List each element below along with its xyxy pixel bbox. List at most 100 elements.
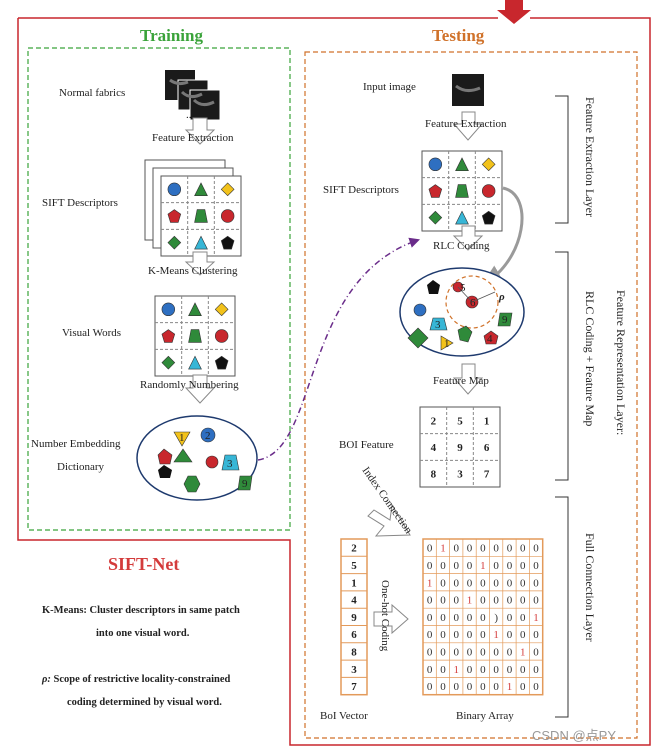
visual-word-shape-circle-blue [161,302,176,317]
boi-vector-cell: 7 [351,681,357,693]
boi-vector-cell: 2 [351,543,357,555]
map-center-number: 6 [470,297,476,309]
boi-grid-cell: 9 [457,442,463,454]
binary-array-cell: 0 [507,577,513,589]
binary-array-cell: 0 [440,612,446,624]
binary-array-cell: 0 [440,560,446,572]
feature-extraction-layer-label: Feature Extraction Layer [583,97,597,217]
testing-feature-extraction-label: Feature Extraction [425,118,507,130]
binary-array-cell: 0 [480,629,486,641]
train-sift-shape-pent-red [167,209,182,223]
test-sift-shape-pent-red [428,184,443,198]
training-sift-descriptors-label: SIFT Descriptors [42,197,118,209]
binary-array-cell: 0 [480,543,486,555]
binary-array-cell: 0 [480,646,486,658]
binary-array-cell: 0 [427,543,433,555]
train-sift-shape-trap-green [194,209,208,223]
normal-fabrics-label: Normal fabrics [59,87,125,99]
boi-vector-frame [340,538,368,696]
binary-array-cell: 0 [507,612,513,624]
boi-grid-cell: 8 [431,469,437,481]
test-sift-shape-circle-red [481,184,496,198]
binary-array-cell: 0 [454,612,460,624]
boi-grid-cell: 4 [431,442,437,454]
test-down-arrow-1 [452,111,484,141]
dictionary-label: Dictionary [57,461,105,473]
binary-array-cell: 0 [520,664,526,676]
fabric-ellipsis: ... [186,109,195,121]
binary-array-cell: 0 [520,577,526,589]
number-embedding-dictionary [136,415,258,501]
binary-array-cell: 0 [520,595,526,607]
boi-grid-cell: 1 [484,415,490,427]
kmeans-note-bold: K-Means: [42,605,87,616]
watermark: CSDN @点PY [532,728,616,743]
feature-map-shapes [407,280,513,351]
rho-scope-circle [445,275,499,329]
kmeans-clustering-label: K-Means Clustering [148,265,238,277]
binary-array-cell: 0 [520,681,526,693]
train-sift-shape-pent-black [220,235,235,250]
down-arrow-3 [184,374,216,404]
boi-vector-cell: 6 [351,629,357,641]
boi-vector-cell: 4 [351,595,357,607]
boi-vector-cell: 8 [351,646,357,658]
map-number-5: 5 [460,282,466,294]
visual-words-label: Visual Words [62,327,121,339]
binary-array-cell: 0 [533,560,539,572]
visual-word-shape-trap-green [188,329,202,343]
boi-grid-cell: 7 [484,469,490,481]
binary-array-cell: 0 [507,664,513,676]
test-sift-shape-pent-black [481,210,496,225]
binary-array-cell: 0 [440,681,446,693]
kmeans-note-line1: K-Means: Cluster descriptors in same pat… [42,605,240,616]
dictionary-shapes [157,427,253,493]
train-sift-shape-diamond-yellow [220,182,235,197]
boi-vector-cell: 5 [351,560,357,572]
boi-vector-cell: 9 [351,612,357,624]
boi-grid-cell: 3 [457,469,463,481]
dict-number-3: 3 [227,458,233,470]
test-down-arrow-2 [452,225,484,251]
binary-array-cell: 0 [467,664,473,676]
binary-array-cell: 0 [440,664,446,676]
binary-array-cell: 0 [493,595,499,607]
boi-feature-label: BOI Feature [339,439,394,451]
training-feature-extraction-label: Feature Extraction [152,132,234,144]
feature-representation-layer-label: Feature Representation Layer: [614,290,628,435]
binary-array-cell: 0 [493,664,499,676]
input-image-label: Input image [363,81,416,93]
binary-array-cell: 0 [427,646,433,658]
training-panel [27,47,291,531]
binary-array-cell: 0 [440,629,446,641]
rho-label: ρ [498,291,505,303]
binary-array-cell: 1 [493,629,499,641]
binary-array-cell: 0 [480,681,486,693]
binary-array-cell: 0 [467,543,473,555]
rho-note-line1: ρ: Scope of restrictive locality-constra… [41,674,230,685]
visual-word-shape-diamond-green [161,355,176,370]
binary-array-cell: 1 [520,646,526,658]
binary-array-cell: 0 [493,646,499,658]
test-sift-shape-diamond-yellow [481,157,496,172]
boi-grid-cell: 2 [431,415,437,427]
down-arrow-1 [184,117,216,145]
down-arrow-2 [184,251,216,276]
top-red-arrow [497,0,531,24]
train-sift-shape-tri-green [194,182,208,197]
binary-array-cell: 0 [520,612,526,624]
dict-number-2: 2 [205,430,211,442]
feature-map-label: Feature Map [433,375,489,387]
binary-array-cell: 0 [480,612,486,624]
binary-array-cell: 0 [533,629,539,641]
one-hot-arrow [373,603,409,635]
binary-array-frame [422,538,544,696]
binary-array-cell: 0 [480,577,486,589]
train-sift-shape-circle-blue [167,182,182,197]
testing-sift-grid [421,150,503,232]
binary-array-cell: 0 [520,543,526,555]
binary-array-cell: 0 [467,577,473,589]
training-title: Training [140,26,203,45]
binary-array-cell: 0 [427,681,433,693]
